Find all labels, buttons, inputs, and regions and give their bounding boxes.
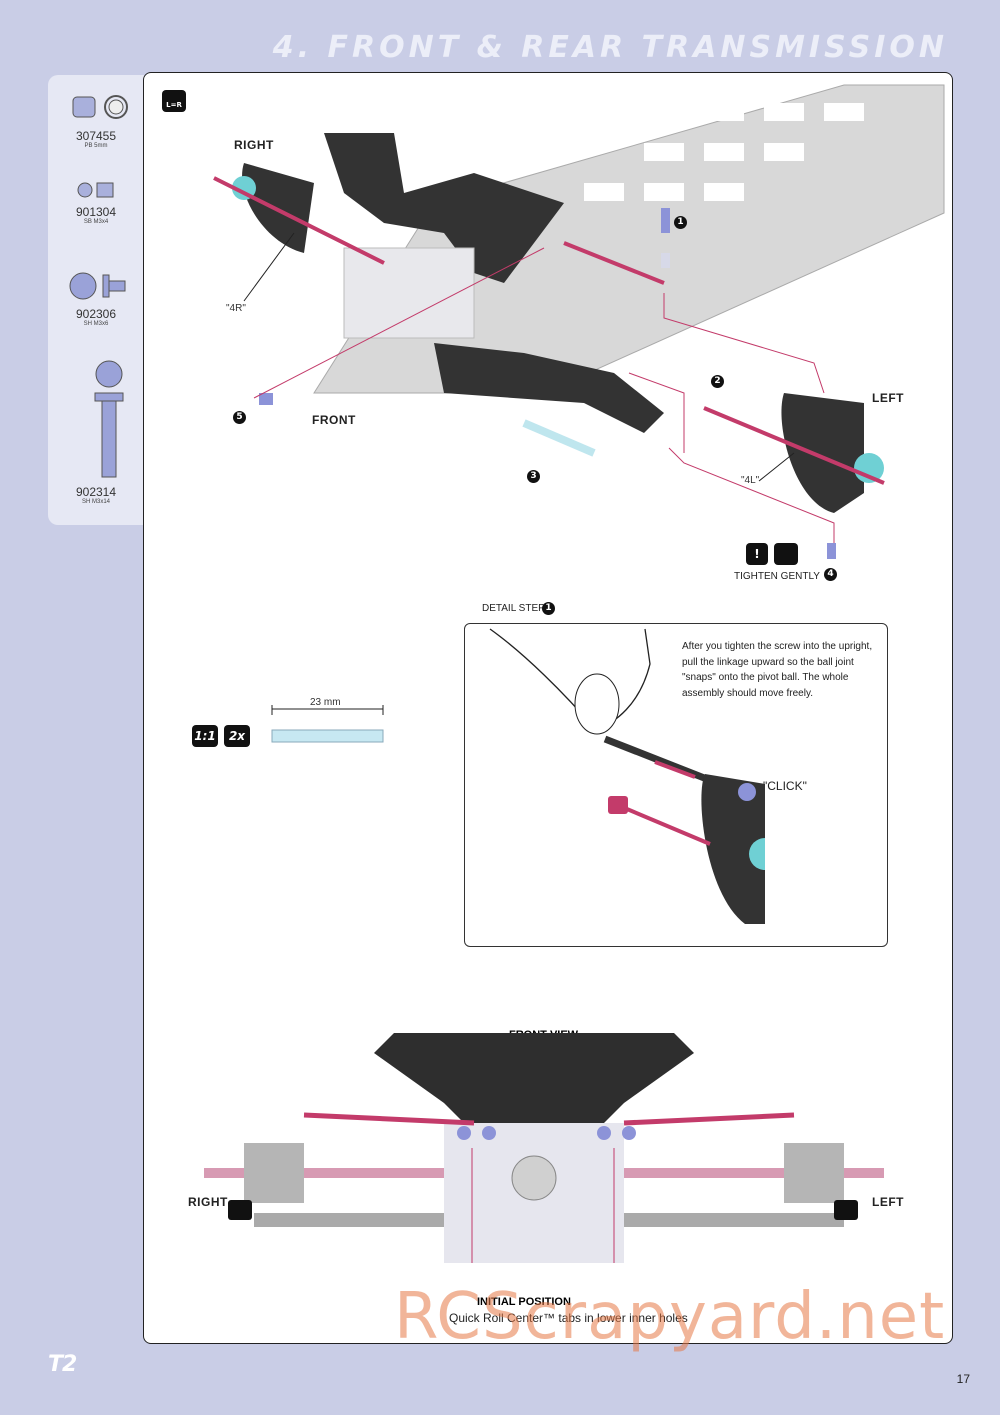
part-screw-long: 902314 SH M3x14 — [48, 359, 144, 505]
part-code: 307455 — [75, 129, 117, 143]
screw-icon — [69, 272, 126, 300]
left-label: LEFT — [872, 391, 904, 405]
part-desc: PB 5mm — [84, 143, 108, 149]
right-upright-label: "4R" — [226, 303, 246, 314]
part-code: 901304 — [75, 205, 117, 219]
part-screw-short: 902306 SH M3x6 — [48, 269, 144, 327]
assembly-illustration — [213, 84, 945, 559]
click-label: "CLICK" — [763, 779, 807, 793]
length-label: 23 mm — [310, 697, 341, 708]
page-title: 4. FRONT & REAR TRANSMISSION — [272, 30, 948, 65]
part-code: 902306 — [75, 307, 117, 321]
detail-step-marker: 1 — [542, 602, 555, 615]
part-desc: SB M3x4 — [83, 219, 109, 225]
scale-ratio-badge: 1:1 — [192, 725, 218, 747]
instruction-panel: L=R RIGHT LEFT FRONT "4R" "4L" 1 2 — [143, 72, 953, 1344]
detail-instructions: After you tighten the screw into the upr… — [682, 641, 873, 699]
detail-step-header: DETAIL STEP — [482, 603, 545, 614]
long-screw-icon — [94, 360, 124, 478]
part-desc: SH M3x6 — [83, 321, 109, 327]
step-4-marker: 4 — [824, 568, 837, 581]
initial-position-label: INITIAL POSITION — [477, 1296, 571, 1308]
hand-linkage-illustration — [489, 628, 765, 924]
ball-icon — [72, 95, 128, 119]
step-1-marker: 1 — [674, 216, 687, 229]
t2-logo: T2 — [48, 1352, 77, 1377]
page-number: 17 — [956, 1372, 970, 1386]
step-5-marker: 5 — [233, 411, 246, 424]
front-label: FRONT — [312, 413, 356, 427]
watermark: RCScrapyard.net — [394, 1280, 946, 1354]
parts-sidebar: 307455 PB 5mm 901304 SB M3x4 902306 SH M… — [48, 75, 144, 525]
detail-box: After you tighten the screw into the upr… — [464, 623, 888, 947]
screw-tighten-icon — [774, 543, 798, 565]
right-label: RIGHT — [234, 138, 274, 152]
warning-icon: ! — [746, 543, 768, 565]
part-ball: 307455 PB 5mm — [48, 89, 144, 149]
step-3-marker: 3 — [527, 470, 540, 483]
step-2-marker: 2 — [711, 375, 724, 388]
quick-roll-center-note: Quick Roll Center™ tabs in lower inner h… — [449, 1311, 688, 1325]
part-bushing: 901304 SB M3x4 — [48, 179, 144, 225]
pin-illustration — [271, 705, 384, 743]
quantity-badge: 2x — [224, 725, 250, 747]
front-view-illustration — [204, 1033, 884, 1263]
front-view-left-label: LEFT — [872, 1195, 904, 1209]
left-upright-label: "4L" — [741, 475, 760, 486]
part-code: 902314 — [75, 485, 117, 499]
tighten-gently-label: TIGHTEN GENTLY — [734, 571, 820, 582]
front-view-right-label: RIGHT — [188, 1195, 228, 1209]
left-equals-right-icon: L=R — [162, 90, 186, 112]
bushing-icon — [77, 182, 114, 198]
part-desc: SH M3x14 — [81, 499, 110, 505]
